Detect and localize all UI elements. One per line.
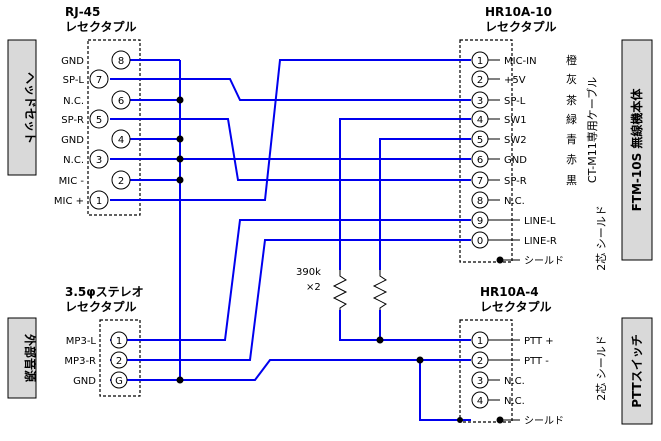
hr10a10-subtitle: レセクタプル	[485, 19, 557, 34]
hr10a4-subtitle: レセクタプル	[480, 299, 552, 314]
hr10a4-box	[459, 319, 513, 423]
hr10a10-pins: 1 2 3 4 5 6 7 8 9 0 MIC-IN +5V SP-L SW1 …	[471, 51, 608, 271]
side-box-ptt-switch: PTTスイッチ	[621, 317, 653, 425]
hr10a10-pin-number: 5	[477, 135, 483, 146]
wire-color: 青	[566, 133, 577, 146]
junction-dots	[176, 96, 504, 424]
hr10a10-pin-label: +5V	[504, 75, 526, 86]
hr10a10-pin-label: LINE-L	[524, 216, 556, 227]
resistor-value: 390k	[296, 267, 321, 278]
wire-color: 橙	[566, 53, 577, 67]
hr10a4-pin-label: N.C.	[504, 396, 525, 407]
hr10a4-pin-label: PTT +	[524, 336, 554, 347]
hr10a10-box	[459, 39, 513, 263]
hr10a10-pin-label: MIC-IN	[504, 56, 537, 67]
hr10a10-pin-number: 6	[477, 155, 483, 166]
hr10a4-title: HR10A-4	[480, 285, 539, 299]
hr10a10-pin-label: LINE-R	[524, 236, 557, 247]
rj45-pin-label: MIC -	[59, 176, 85, 187]
rj45-pin-number: 8	[118, 56, 124, 67]
rj45-pins: GND SP-L N.C. SP-R GND N.C. MIC - MIC + …	[54, 50, 131, 210]
hr10a10-pin-number: 0	[477, 236, 483, 247]
wire-color: 茶	[566, 94, 577, 107]
rj45-pin-number: 3	[96, 155, 102, 166]
hr10a4-shield-label: シールド	[524, 416, 564, 427]
hr10a10-pin-label: N.C.	[504, 196, 525, 207]
hr10a4-pins: 1 2 3 4 PTT + PTT - N.C. N.C. シールド 2芯 シー…	[471, 331, 608, 427]
rj45-pin-number: 5	[96, 115, 102, 126]
side-label-ptt-switch: PTTスイッチ	[630, 334, 644, 407]
rj45-pin-number: 6	[118, 96, 124, 107]
wire-color: 赤	[566, 153, 577, 166]
stereo-title: 3.5φステレオ	[65, 285, 144, 299]
hr10a10-pin-number: 9	[477, 216, 483, 227]
cable-label-ct-m11: CT-M11専用ケーブル	[585, 77, 599, 183]
hr10a10-pin-number: 8	[477, 196, 483, 207]
rj45-pin-number: 2	[118, 176, 124, 187]
stereo-pin-label: MP3-L	[66, 336, 97, 347]
resistors: 390k ×2	[296, 267, 388, 310]
resistor-count: ×2	[306, 282, 321, 293]
side-label-ftm10s: FTM-10S 無線機本体	[629, 88, 644, 212]
cable-label-shield-top: 2芯 シールド	[594, 205, 608, 271]
rj45-pin-number: 7	[96, 75, 102, 86]
rj45-pin-label: MIC +	[54, 196, 84, 207]
stereo-pins: MP3-L MP3-R GND 1 2 G	[64, 331, 128, 389]
hr10a10-pin-number: 2	[477, 75, 483, 86]
hr10a4-pin-number: 3	[477, 376, 483, 387]
hr10a10-title: HR10A-10	[485, 5, 552, 19]
stereo-subtitle: レセクタプル	[65, 299, 137, 314]
stereo-box	[99, 319, 141, 397]
hr10a10-shield-label: シールド	[524, 256, 564, 267]
wire-color: 黒	[566, 174, 577, 187]
hr10a10-pin-label: SP-R	[504, 176, 527, 187]
side-box-external-audio: 外部音源	[7, 317, 38, 399]
hr10a10-pin-number: 1	[477, 56, 483, 67]
wires	[110, 59, 471, 421]
cable-label-shield-bottom: 2芯 シールド	[594, 335, 608, 401]
stereo-pin-label: MP3-R	[64, 356, 96, 367]
side-box-headset: ヘッドセット	[7, 39, 37, 176]
wire-color: 緑	[566, 112, 577, 126]
stereo-pin-number: G	[115, 376, 123, 387]
resistor-1	[332, 270, 348, 310]
hr10a4-pin-label: N.C.	[504, 376, 525, 387]
hr10a4-pin-label: PTT -	[524, 356, 549, 367]
stereo-pin-number: 1	[116, 336, 122, 347]
rj45-pin-label: N.C.	[63, 155, 84, 166]
rj45-pin-label: GND	[61, 135, 84, 146]
hr10a10-pin-label: GND	[504, 155, 527, 166]
stereo-pin-label: GND	[73, 376, 96, 387]
hr10a10-pin-label: SW2	[504, 135, 527, 146]
hr10a10-pin-number: 3	[477, 96, 483, 107]
rj45-pin-label: SP-L	[63, 75, 85, 86]
hr10a10-pin-number: 4	[477, 115, 483, 126]
rj45-pin-label: N.C.	[63, 96, 84, 107]
rj45-pin-label: GND	[61, 56, 84, 67]
stereo-pin-number: 2	[116, 356, 122, 367]
hr10a4-pin-number: 1	[477, 336, 483, 347]
resistor-2	[372, 270, 388, 310]
hr10a10-pin-label: SP-L	[504, 96, 526, 107]
rj45-pin-number: 4	[118, 135, 124, 146]
side-box-ftm10s: FTM-10S 無線機本体	[621, 39, 653, 261]
rj45-pin-label: SP-R	[61, 115, 84, 126]
rj45-pin-number: 1	[96, 196, 102, 207]
hr10a10-pin-number: 7	[477, 176, 483, 187]
rj45-subtitle: レセクタプル	[65, 19, 137, 34]
rj45-title: RJ-45	[65, 5, 100, 19]
side-label-external-audio: 外部音源	[23, 334, 38, 382]
hr10a4-pin-number: 4	[477, 396, 483, 407]
side-label-headset: ヘッドセット	[23, 72, 37, 144]
wire-color: 灰	[566, 72, 577, 86]
hr10a10-pin-label: SW1	[504, 115, 527, 126]
hr10a4-pin-number: 2	[477, 356, 483, 367]
rj45-box	[87, 39, 141, 216]
